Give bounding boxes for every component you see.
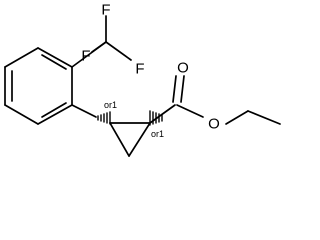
- carbonyl-oxygen-label: O: [177, 60, 189, 77]
- ring-bond: [37, 47, 73, 68]
- stereo-labels: or1 or1: [104, 100, 164, 139]
- fluorine-top-label: F: [101, 2, 110, 19]
- ring-bond: [37, 104, 73, 125]
- ester-oxygen-label: O: [208, 116, 220, 133]
- ring-bond: [4, 47, 39, 68]
- hashed-wedge-left: [97, 111, 111, 125]
- cyclopropane-carbonyl-bond: [149, 104, 176, 124]
- stereo-bonds: [97, 110, 163, 126]
- aryl-cyclopropane-bond: [71, 104, 97, 118]
- atom-labels: F F F O O: [81, 2, 219, 133]
- carbonyl-double-bond-b: [180, 75, 185, 103]
- cf-bond-right: [105, 41, 132, 61]
- bonds: [4, 15, 281, 157]
- chemical-structure: F F F O O or1 or1: [4, 2, 281, 157]
- fluorine-right-label: F: [135, 61, 144, 78]
- hashed-wedge-right: [149, 110, 163, 126]
- ethyl-bond-2: [247, 110, 281, 125]
- cyclopropane-bond: [128, 122, 151, 157]
- ethyl-bond-1: [225, 110, 249, 125]
- aromatic-inner-bond: [41, 54, 67, 70]
- stereo-label-right: or1: [151, 129, 164, 139]
- ring-bond: [4, 104, 39, 125]
- cf-bond-left: [91, 41, 107, 53]
- carbonyl-double-bond-a: [172, 75, 177, 103]
- ester-single-bond: [176, 104, 204, 118]
- cyclopropane-bond: [109, 122, 130, 157]
- aromatic-inner-bond: [41, 102, 67, 118]
- fluorine-left-label: F: [81, 48, 90, 65]
- stereo-label-left: or1: [104, 100, 117, 110]
